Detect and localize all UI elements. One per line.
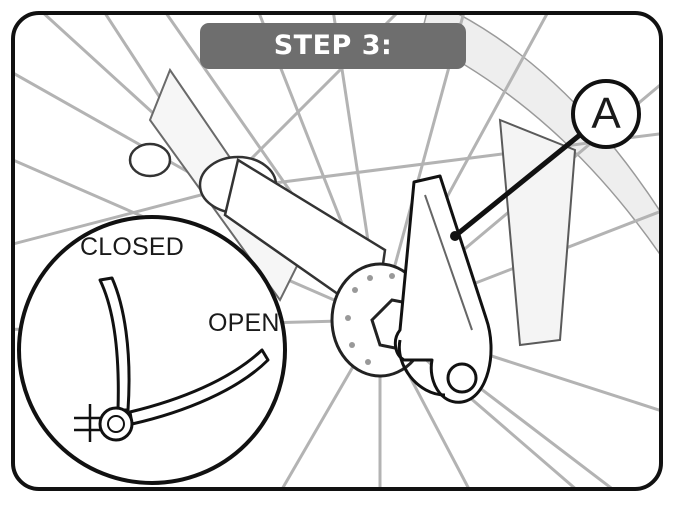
step-title-badge: STEP 3:: [200, 23, 466, 69]
inset-detail-circle: [17, 215, 287, 485]
closed-position-label: CLOSED: [80, 233, 185, 261]
callout-leader-line: [453, 128, 588, 238]
quick-release-lever: [393, 174, 493, 404]
lever-cam: [397, 339, 446, 397]
open-position-label: OPEN: [208, 309, 280, 337]
inset-lever-closed: [98, 276, 131, 412]
diagram-frame: [11, 11, 663, 491]
lever-pivot: [446, 362, 478, 394]
fork-leg: [498, 118, 577, 347]
callout-leader-dot: [450, 231, 460, 241]
callout-circle: [571, 79, 641, 149]
lever-ridge: [424, 194, 473, 331]
flange-holes: [345, 273, 395, 365]
callout-label-a: A: [591, 89, 621, 138]
wheel-rim: [419, 13, 661, 303]
axle-nut-back: [128, 142, 172, 178]
inset-lever-pivot-inner: [107, 415, 125, 433]
